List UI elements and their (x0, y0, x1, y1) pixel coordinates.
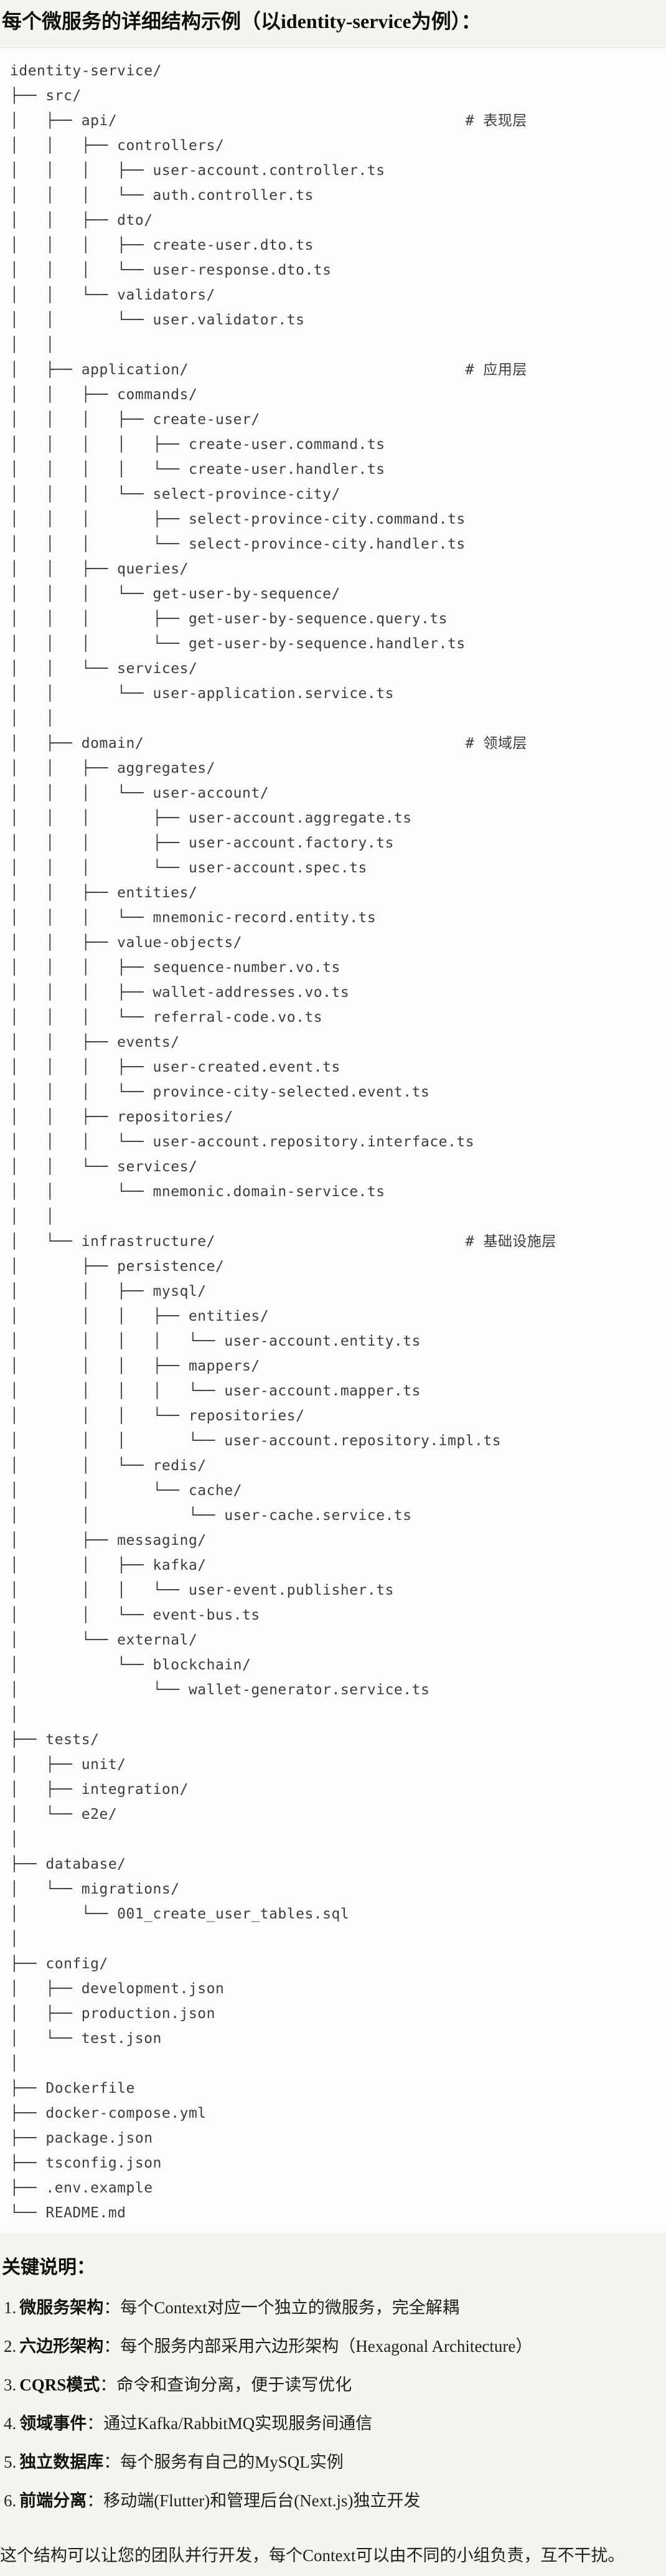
note-colon: ： (87, 2491, 104, 2510)
note-colon: ： (103, 2453, 121, 2471)
file-tree: identity-service/ ├── src/ │ ├── api/ # … (10, 63, 556, 2221)
note-text: 每个Context对应一个独立的微服务，完全解耦 (120, 2298, 459, 2317)
note-item-microservices: 1.微服务架构：每个Context对应一个独立的微服务，完全解耦 (4, 2288, 666, 2327)
document: 每个微服务的详细结构示例（以identity-service为例）： ident… (0, 9, 666, 2566)
notes-list: 1.微服务架构：每个Context对应一个独立的微服务，完全解耦 2.六边形架构… (0, 2288, 666, 2520)
code-block: identity-service/ ├── src/ │ ├── api/ # … (0, 47, 666, 2235)
note-term: 前端分离 (19, 2491, 87, 2510)
note-item-hexagonal: 2.六边形架构：每个服务内部采用六边形架构（Hexagonal Architec… (4, 2327, 666, 2366)
note-term: 微服务架构 (19, 2298, 104, 2317)
note-item-domain-events: 4.领域事件：通过Kafka/RabbitMQ实现服务间通信 (4, 2404, 666, 2443)
notes-title: 关键说明： (2, 2257, 95, 2278)
note-number: 3. (4, 2375, 17, 2394)
note-number: 1. (4, 2298, 17, 2317)
note-colon: ： (103, 2298, 121, 2317)
note-text: 移动端(Flutter)和管理后台(Next.js)独立开发 (103, 2491, 421, 2510)
note-number: 4. (4, 2414, 17, 2433)
note-number: 5. (4, 2453, 17, 2471)
note-text: 每个服务内部采用六边形架构（Hexagonal Architecture） (120, 2337, 533, 2356)
note-colon: ： (103, 2337, 121, 2356)
note-text: 每个服务有自己的MySQL实例 (120, 2453, 344, 2471)
page-title: 每个微服务的详细结构示例（以identity-service为例）： (2, 10, 481, 32)
note-colon: ： (87, 2414, 104, 2433)
note-term: 独立数据库 (19, 2453, 104, 2471)
note-term: 领域事件 (19, 2414, 87, 2433)
note-text: 通过Kafka/RabbitMQ实现服务间通信 (103, 2414, 373, 2433)
note-term: CQRS模式 (19, 2375, 100, 2394)
note-item-independent-db: 5.独立数据库：每个服务有自己的MySQL实例 (4, 2443, 666, 2481)
note-text: 命令和查询分离，便于读写优化 (116, 2375, 352, 2394)
note-item-frontend-separation: 6.前端分离：移动端(Flutter)和管理后台(Next.js)独立开发 (4, 2481, 666, 2520)
note-term: 六边形架构 (19, 2337, 104, 2356)
note-number: 6. (4, 2491, 17, 2510)
closing-paragraph: 这个结构可以让您的团队并行开发，每个Context可以由不同的小组负责，互不干扰… (0, 2546, 625, 2565)
note-number: 2. (4, 2337, 17, 2356)
note-colon: ： (100, 2375, 117, 2394)
note-item-cqrs: 3.CQRS模式：命令和查询分离，便于读写优化 (4, 2366, 666, 2404)
